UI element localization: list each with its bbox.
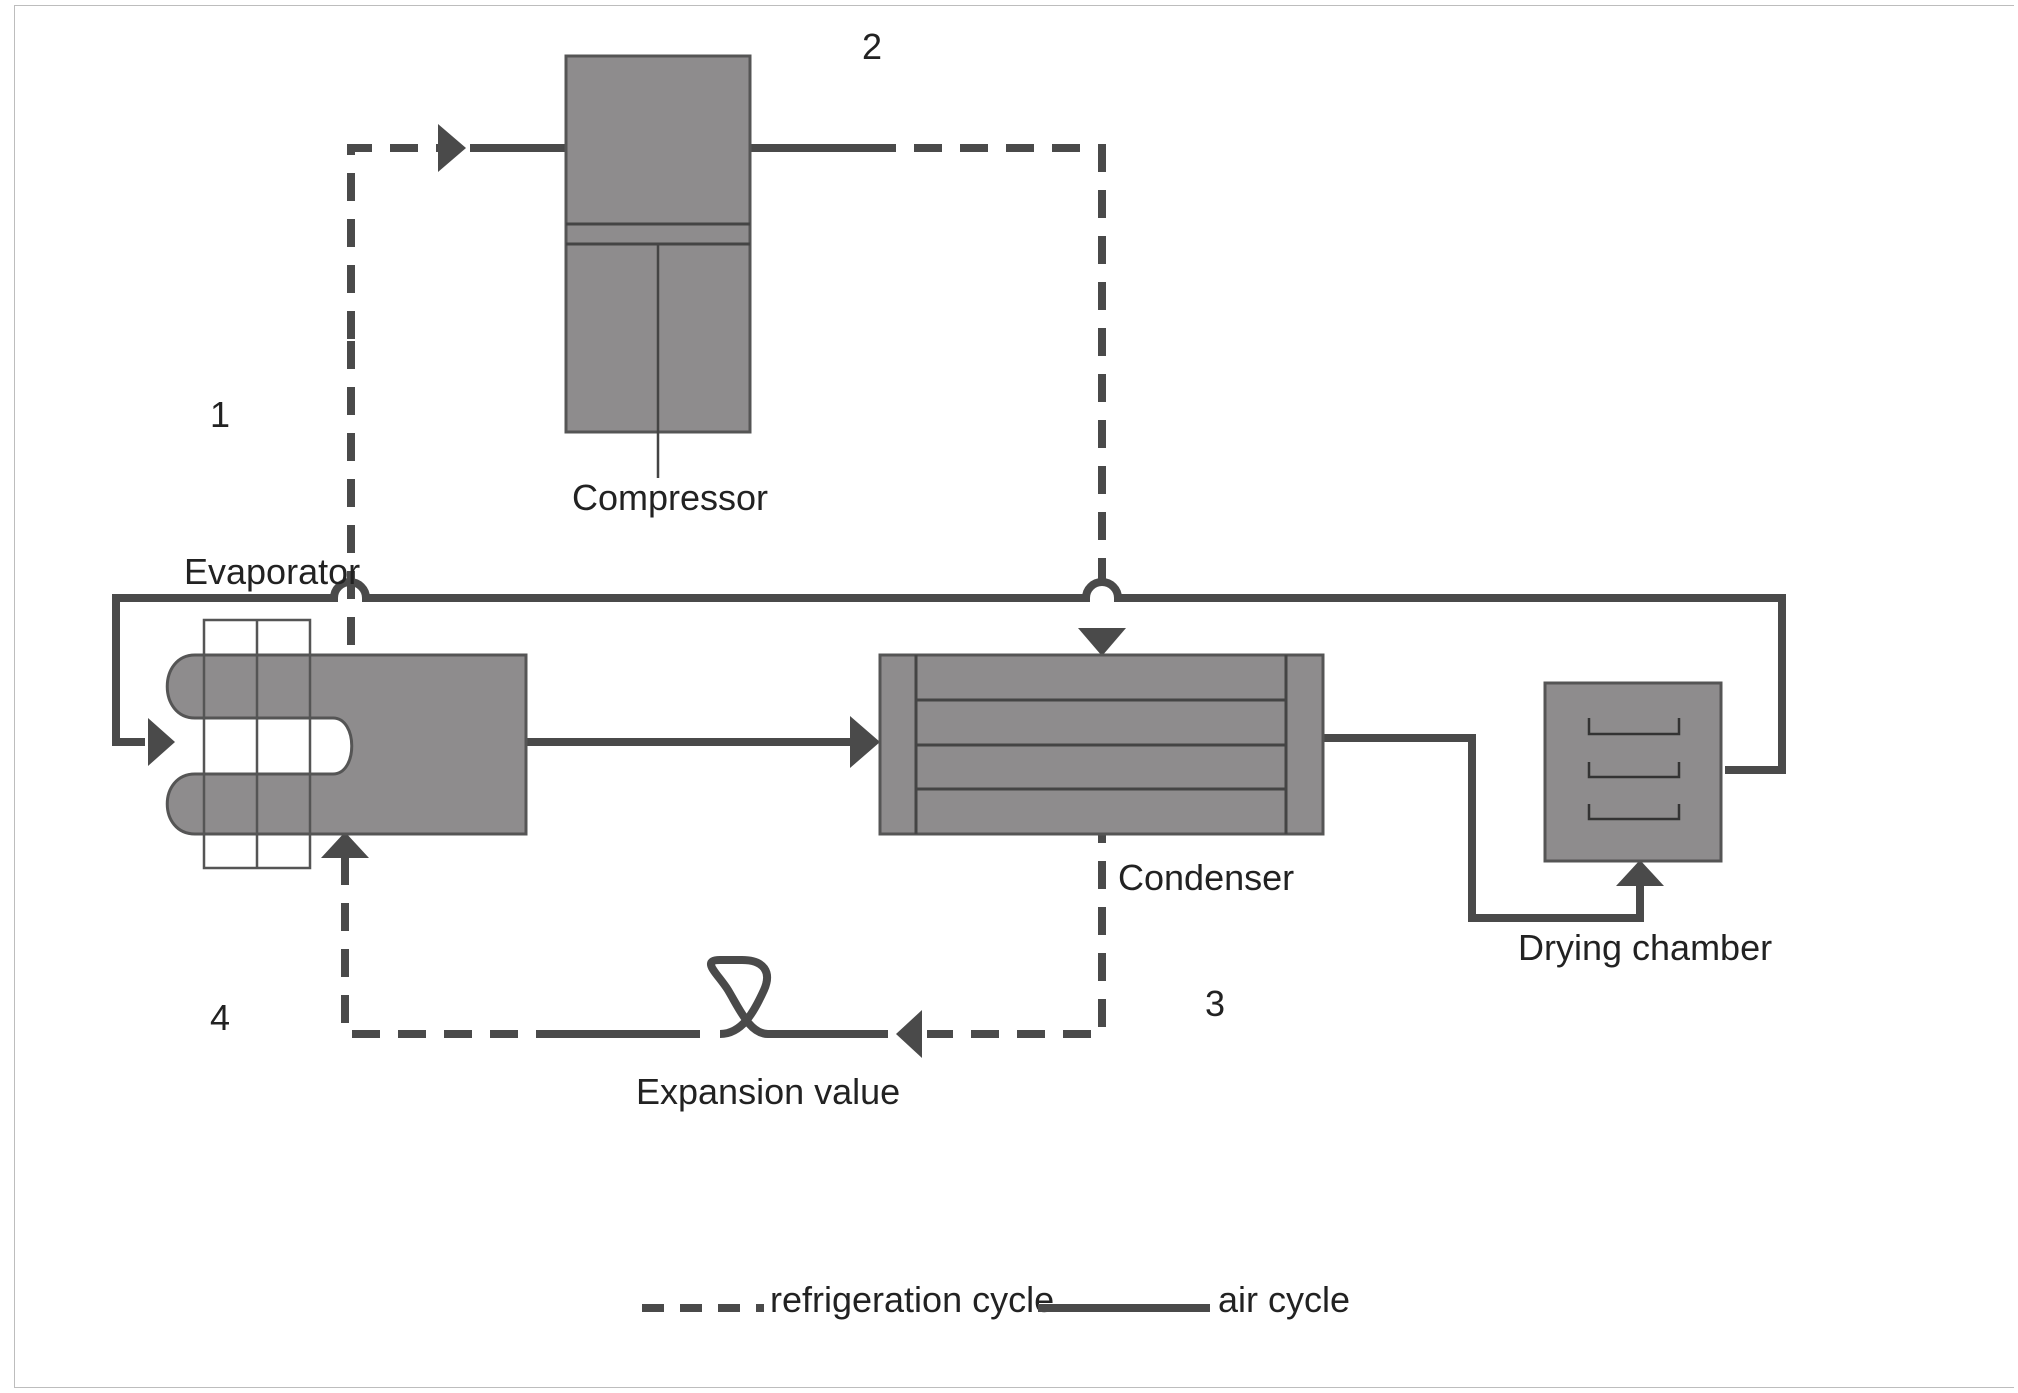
arrow-into-drying-chamber [1616,860,1664,886]
label-compressor: Compressor [572,477,768,518]
state-point-3: 3 [1205,983,1225,1024]
state-point-1: 1 [210,394,230,435]
label-evaporator: Evaporator [184,551,360,592]
drying-tray-1 [1587,718,1681,736]
legend-refrigeration-label: refrigeration cycle [770,1279,1054,1320]
label-drying-chamber: Drying chamber [1518,927,1772,968]
label-condenser: Condenser [1118,857,1294,898]
refrigeration-line-condenser-to-expansion [927,815,1106,1038]
arrow-into-condenser [1078,628,1126,656]
air-line-return-loop [112,578,1786,774]
condenser [878,653,1325,836]
arrow-into-evaporator-air [148,718,175,766]
state-point-2: 2 [862,26,882,67]
evaporator-body [165,653,528,836]
flow-arrows [148,124,1664,1058]
drying-tray-2 [1587,762,1681,779]
legend: refrigeration cycle air cycle [642,1279,1350,1320]
figure-frame [14,5,2014,1388]
refrigeration-cycle [341,144,1106,1038]
refrigeration-line-evaporator-to-compressor-upper [347,144,446,339]
arrow-into-condenser-air [850,716,880,768]
drying-tray-3 [1587,804,1681,821]
legend-air-label: air cycle [1218,1279,1350,1320]
label-expansion-valve: Expansion value [636,1071,900,1112]
air-line-condenser-to-drying-chamber [1323,734,1644,922]
compressor [564,54,752,478]
arrow-into-evaporator-bottom [321,832,369,858]
air-cycle [112,578,1786,922]
drying-chamber-body [1543,681,1723,863]
drying-chamber [1543,681,1723,863]
refrigeration-line-compressor-to-condenser [868,144,1106,590]
arrow-into-expansion [896,1010,922,1058]
refrigeration-line-expansion-to-evaporator-dashed [341,858,564,1038]
state-point-4: 4 [210,997,230,1038]
evaporator [165,618,528,870]
expansion-valve-coil [707,956,888,1038]
arrow-into-compressor [438,124,466,172]
